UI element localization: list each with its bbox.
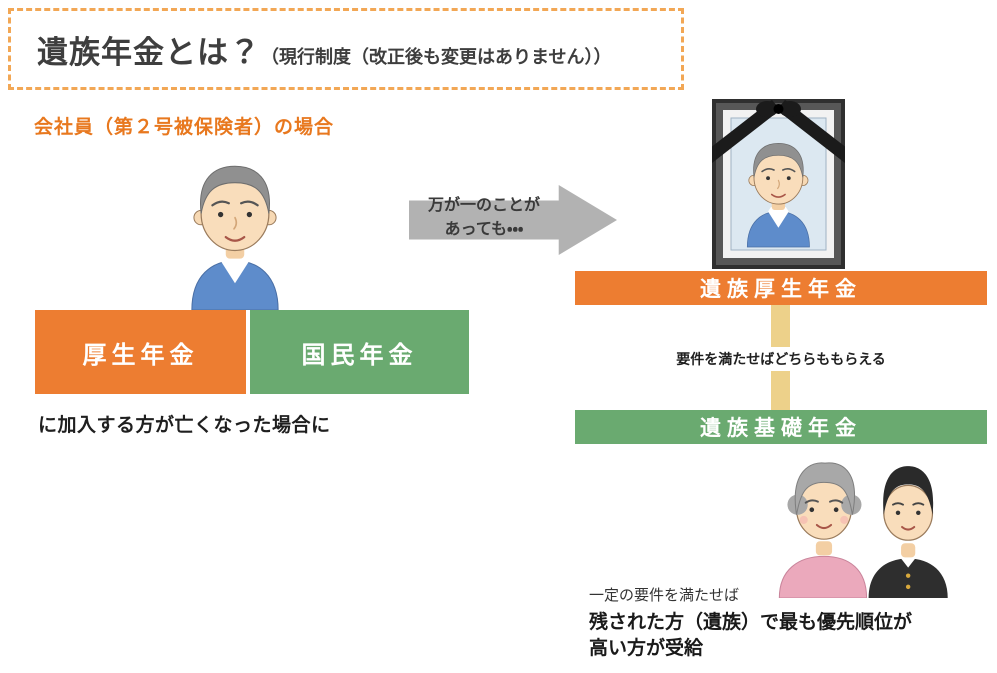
man-office-worker-icon (190, 165, 280, 310)
right-arrow-icon (409, 184, 617, 256)
title-sub: （現行制度（改正後も変更はありません）） (261, 46, 612, 67)
eligibility-notes: 一定の要件を満たせば 残された方（遺族）で最も優先順位が 高い方が受給 (589, 584, 912, 662)
title-box: 遺族年金とは？ （現行制度（改正後も変更はありません）） (8, 8, 684, 90)
connector-note-text: 要件を満たせばどちらももらえる (668, 347, 894, 371)
arrow-caption-line2: あっても・・・ (444, 221, 524, 238)
arrow-caption-line1: 万が一のことが (427, 197, 540, 214)
note-line-2: 残された方（遺族）で最も優先順位が (589, 612, 913, 633)
note-line-1: 一定の要件を満たせば (589, 587, 740, 604)
survivor-family-icon (778, 462, 948, 598)
connector-note: 要件を満たせばどちらももらえる (575, 347, 987, 371)
izoku-kiso-nenkin-bar: 遺族基礎年金 (575, 410, 987, 444)
memorial-photo-illustration (712, 99, 845, 269)
case-heading: 会社員（第２号被保険者）の場合 (34, 117, 335, 138)
arrow-caption: 万が一のことが あっても・・・ (409, 194, 559, 242)
kokumin-nenkin-box: 国民年金 (250, 310, 469, 394)
insured-man-illustration (172, 156, 298, 310)
title-main: 遺族年金とは？ (37, 34, 261, 70)
izoku-kousei-nenkin-bar: 遺族厚生年金 (575, 271, 987, 305)
boxes-caption: に加入する方が亡くなった場合に (38, 415, 331, 436)
memorial-photo-icon (712, 99, 845, 269)
kousei-nenkin-box: 厚生年金 (35, 310, 246, 394)
survivor-family-illustration (762, 456, 962, 598)
note-line-3: 高い方が受給 (589, 638, 704, 660)
page-title: 遺族年金とは？ （現行制度（改正後も変更はありません）） (37, 27, 611, 72)
